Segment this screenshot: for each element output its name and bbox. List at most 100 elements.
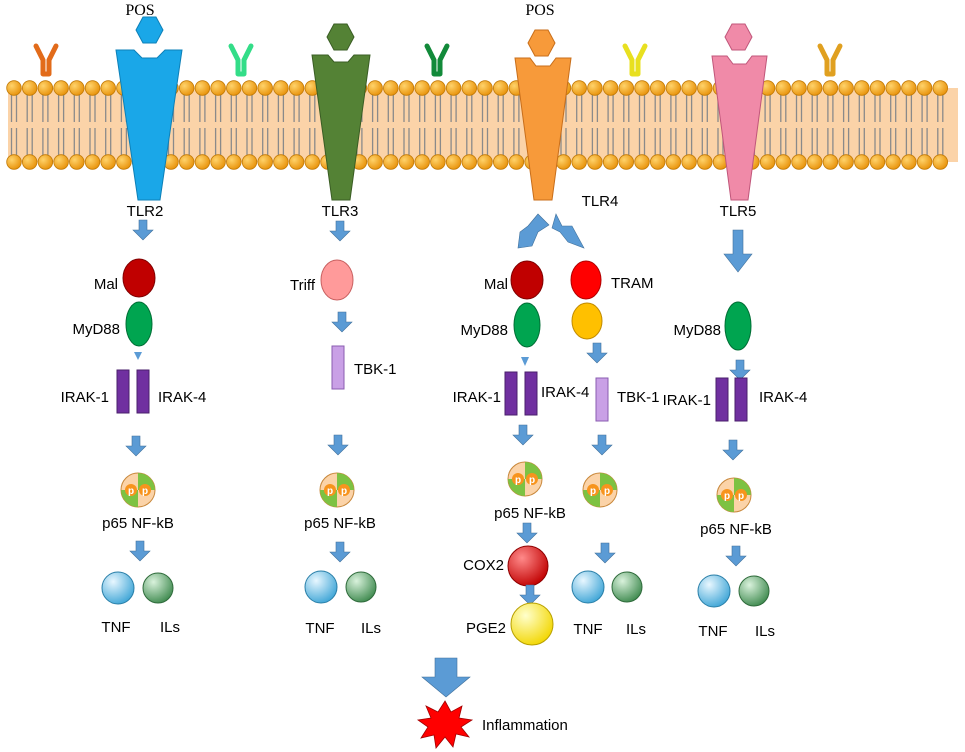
lipid-tail (450, 128, 457, 155)
lipid-tail (277, 128, 285, 155)
lipid-tail (607, 95, 614, 122)
lipid-head (367, 80, 383, 96)
lipid-head (178, 80, 195, 96)
lipid-tail (481, 128, 489, 155)
lipid-head (634, 154, 650, 170)
nfkb-icon: p p (120, 472, 156, 508)
mal-node (122, 258, 156, 298)
lipid-head (618, 154, 635, 170)
lipid-head (775, 154, 792, 170)
lipid-head (226, 154, 242, 170)
lipid-tail (199, 95, 206, 122)
lipid-head (430, 154, 446, 170)
lipid-head (650, 154, 666, 170)
lipid-tail (795, 128, 803, 155)
lipid-tail (26, 128, 33, 155)
lipid-head (807, 154, 823, 170)
lipid-tail (387, 95, 394, 122)
lipid-tail (654, 95, 661, 122)
lipid-head (822, 80, 839, 96)
lipid-head (178, 154, 195, 170)
arrow (329, 220, 351, 242)
svg-text:p: p (529, 475, 535, 486)
lipid-tail (293, 128, 300, 155)
triff-label: Triff (290, 277, 316, 294)
myd88-node (125, 301, 153, 347)
irak1-bar (504, 371, 518, 416)
lipid-head (461, 154, 478, 170)
arrow (729, 359, 751, 381)
lipid-head (288, 80, 305, 96)
tnf-sphere (101, 571, 135, 605)
lipid-tail (858, 95, 865, 122)
lipid-tail (921, 128, 928, 155)
lipid-tail (780, 128, 787, 155)
lipid-tail (387, 128, 394, 155)
myd88-label: MyD88 (460, 322, 508, 339)
lipid-tail (905, 95, 913, 122)
lipid-tail (607, 128, 614, 155)
lipid-tail (120, 128, 128, 155)
lipid-head (6, 80, 22, 96)
lipid-tail (230, 95, 237, 122)
inflammation-label: Inflammation (482, 717, 568, 734)
lipid-head (932, 80, 949, 96)
lipid-tail (890, 128, 897, 155)
lipid-head (84, 80, 101, 96)
lipid-tail (591, 95, 599, 122)
lipid-tail (481, 95, 489, 122)
irak4-bar (734, 377, 748, 422)
lipid-tail (105, 95, 112, 122)
lipid-head (257, 154, 273, 170)
tlr2-label: TLR2 (127, 203, 164, 220)
y-receptor-gold (820, 46, 840, 74)
inflammation-outcome: Inflammation (416, 657, 568, 749)
lipid-head (650, 80, 666, 96)
arrow (516, 522, 538, 544)
lipid-tail (497, 95, 504, 122)
lipid-head (807, 80, 823, 96)
myd88-node (724, 301, 752, 351)
lipid-head (885, 154, 901, 170)
tbk1-bar (331, 345, 345, 390)
pge2-sphere (510, 602, 554, 646)
lipid-tail (937, 128, 944, 155)
irak1-label: IRAK-1 (61, 389, 109, 406)
lipid-tail (434, 128, 442, 155)
lipid-tail (42, 128, 49, 155)
lipid-head (273, 80, 289, 96)
arrow (329, 541, 351, 563)
pos-ligand-right (527, 29, 556, 57)
lipid-head (226, 80, 242, 96)
y-receptor-yellow (625, 46, 645, 74)
irak4-label: IRAK-4 (158, 389, 206, 406)
tram-partner-node (571, 302, 603, 340)
ils-sphere (738, 575, 770, 607)
lipid-head (571, 154, 587, 170)
ils-sphere (142, 572, 174, 604)
lipid-tail (199, 128, 206, 155)
lipid-tail (654, 128, 661, 155)
lipid-tail (466, 128, 473, 155)
lipid-tail (576, 128, 583, 155)
lipid-tail (309, 95, 316, 122)
myd88-node (513, 302, 541, 348)
lipid-tail (685, 128, 693, 155)
irak1-label: IRAK-1 (663, 392, 711, 409)
pos-label-right: POS (525, 2, 554, 19)
lipid-tail (591, 128, 599, 155)
lipid-head (822, 154, 839, 170)
lipid-head (681, 154, 697, 170)
lipid-tail (309, 128, 316, 155)
arrow (586, 342, 608, 364)
lipid-head (398, 80, 415, 96)
arrow-split-left (517, 213, 550, 249)
lipid-tail (450, 95, 457, 122)
mal-node (510, 260, 544, 300)
lipid-tail (419, 95, 426, 122)
ils-label: ILs (160, 619, 180, 636)
lipid-tail (262, 95, 269, 122)
nfkb-icon: p p (319, 472, 355, 508)
arrow (591, 434, 613, 456)
